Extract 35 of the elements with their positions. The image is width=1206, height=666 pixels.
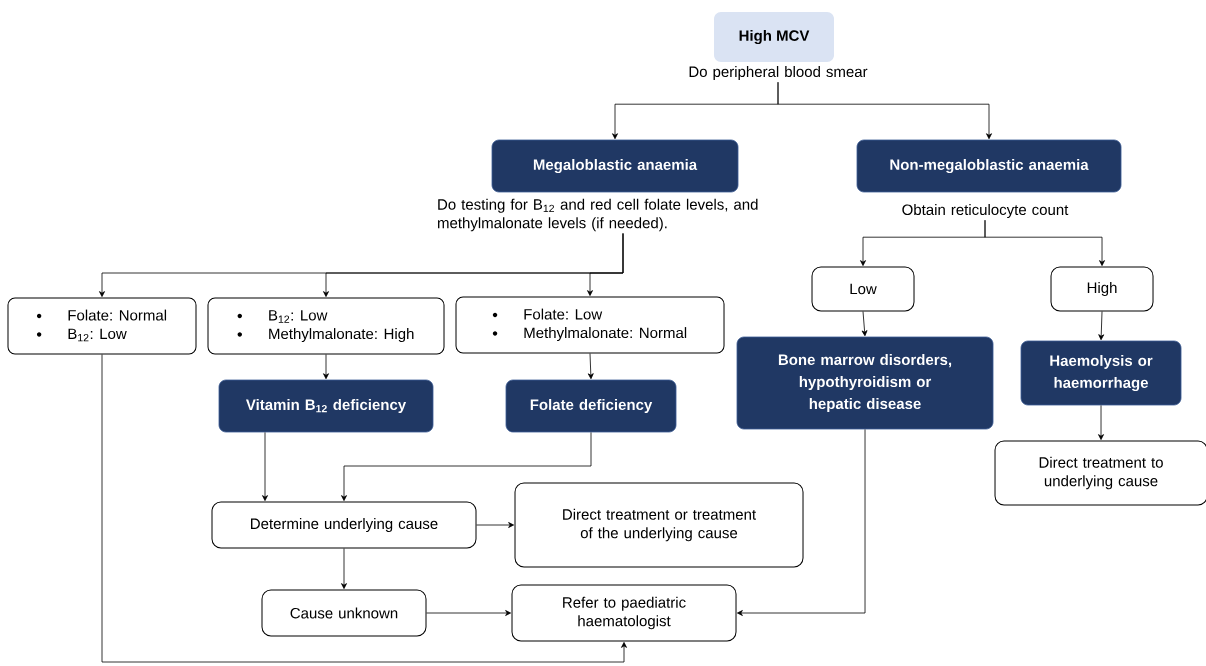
arrow — [341, 548, 347, 589]
process-box: Cause unknown — [261, 589, 427, 637]
process-box: Direct treatment or treatment of the underlying cause — [514, 482, 804, 568]
arrow — [777, 81, 992, 140]
arrow — [1098, 405, 1104, 440]
arrow — [101, 354, 627, 663]
arrow — [323, 354, 329, 380]
arrow — [1098, 311, 1105, 341]
diagnosis-box: Vitamin B$_{12}$ deficiency — [218, 379, 434, 433]
diagnosis-box: Megaloblastic anaemia — [491, 139, 739, 193]
arrow — [476, 522, 514, 528]
annotation-text: Do testing for B$_{12}$ and red cell folate levels, and methylmalonate levels (if needed). — [438, 198, 758, 232]
annotation-text: Do peripheral blood smear — [689, 66, 868, 80]
process-box: Direct treatment to underlying cause — [994, 440, 1206, 506]
result-box: Folate: Normal B$_{12}$: Low — [7, 297, 197, 355]
process-box: High — [1050, 266, 1154, 312]
arrow — [587, 353, 594, 380]
arrow — [341, 432, 592, 501]
diagnosis-box: Folate deficiency — [505, 379, 677, 433]
arrow — [861, 311, 868, 337]
arrow — [262, 432, 268, 501]
diagnosis-box: Non-megaloblastic anaemia — [856, 139, 1122, 193]
diagnosis-box: Bone marrow disorders, hypothyroidism or hepatic disease — [736, 336, 994, 430]
process-box: Refer to paediatric haematologist — [511, 584, 737, 642]
process-box: Low — [811, 266, 915, 312]
arrow — [587, 233, 624, 296]
annotation-text: Obtain reticulocyte count — [902, 204, 1069, 218]
result-box: Folate: Low Methylmalonate: Normal — [455, 296, 725, 354]
arrow — [737, 429, 866, 616]
arrow — [984, 219, 1105, 266]
process-box: Determine underlying cause — [211, 501, 477, 549]
arrow — [426, 610, 511, 616]
result-box: B$_{12}$: Low Methylmalonate: High — [207, 297, 445, 355]
diagnosis-box: Haemolysis or haemorrhage — [1020, 340, 1182, 406]
start-box: High MCV — [714, 12, 834, 62]
